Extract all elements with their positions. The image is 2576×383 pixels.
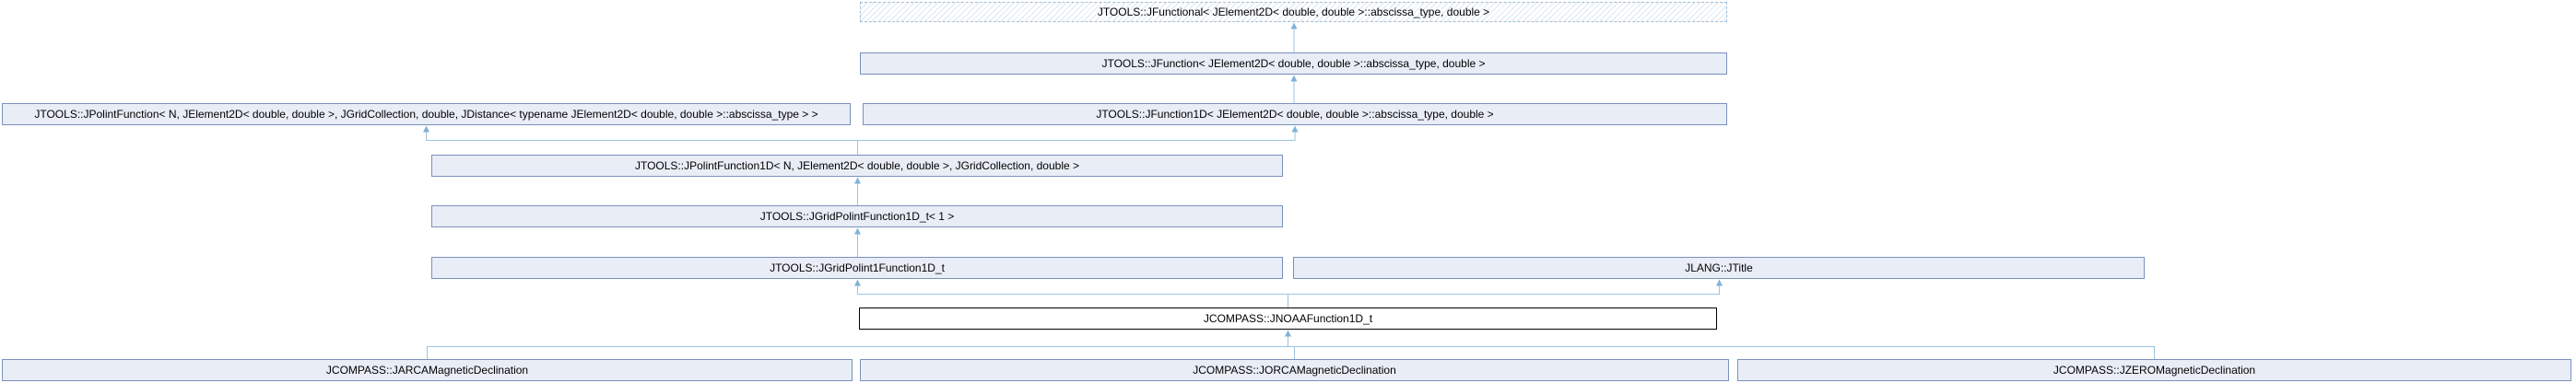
arrowhead-up-icon	[1290, 22, 1298, 29]
class-node-jnoaafunction1d-t-current: JCOMPASS::JNOAAFunction1D_t	[859, 308, 1717, 330]
class-node-jpolintfunction1d[interactable]: JTOOLS::JPolintFunction1D< N, JElement2D…	[431, 155, 1283, 177]
edge-jfunction1d-to-jfunction	[1290, 75, 1298, 103]
arrowhead-up-icon	[1290, 75, 1298, 82]
edge-jfunction-to-jfunctional	[1290, 22, 1298, 52]
class-node-jgridpolint1function1d-t[interactable]: JTOOLS::JGridPolint1Function1D_t	[431, 257, 1283, 279]
arrowhead-up-icon	[854, 279, 861, 286]
edge-jgridpolintfunction1dt-to-jpolintfunction1d	[854, 177, 861, 205]
edge-jgridpolint1function1dt-to-jgridpolintfunction1dt	[854, 227, 861, 257]
edge-bus-line	[857, 285, 1720, 295]
edge-jnoaafunction1dt-to-parents	[854, 279, 1723, 308]
edge-bus-line	[426, 132, 1296, 141]
class-node-jfunctional: JTOOLS::JFunctional< JElement2D< double,…	[860, 2, 1727, 22]
arrowhead-up-icon	[854, 227, 861, 235]
arrowhead-up-icon	[1285, 330, 1291, 337]
arrowhead-up-icon	[423, 125, 429, 133]
edge-jpolintfunction1d-to-parents	[423, 125, 1299, 155]
class-node-jgridpolintfunction1d-t[interactable]: JTOOLS::JGridPolintFunction1D_t< 1 >	[431, 205, 1283, 227]
class-node-jpolintfunction[interactable]: JTOOLS::JPolintFunction< N, JElement2D< …	[2, 103, 851, 125]
class-node-jfunction1d[interactable]: JTOOLS::JFunction1D< JElement2D< double,…	[863, 103, 1727, 125]
class-node-jfunction[interactable]: JTOOLS::JFunction< JElement2D< double, d…	[860, 52, 1727, 75]
arrowhead-up-icon	[1291, 125, 1299, 133]
edge-bus-line	[427, 346, 2155, 359]
class-node-jzeromagneticdeclination[interactable]: JCOMPASS::JZEROMagneticDeclination	[1737, 359, 2571, 381]
edge-declinations-to-jnoaafunction1dt	[427, 330, 2155, 359]
class-node-jtitle[interactable]: JLANG::JTitle	[1293, 257, 2145, 279]
class-node-jarcamagneticdeclination[interactable]: JCOMPASS::JARCAMagneticDeclination	[2, 359, 853, 381]
arrowhead-up-icon	[1716, 279, 1723, 286]
class-node-jorcamagneticdeclination[interactable]: JCOMPASS::JORCAMagneticDeclination	[860, 359, 1729, 381]
arrowhead-up-icon	[854, 177, 861, 184]
